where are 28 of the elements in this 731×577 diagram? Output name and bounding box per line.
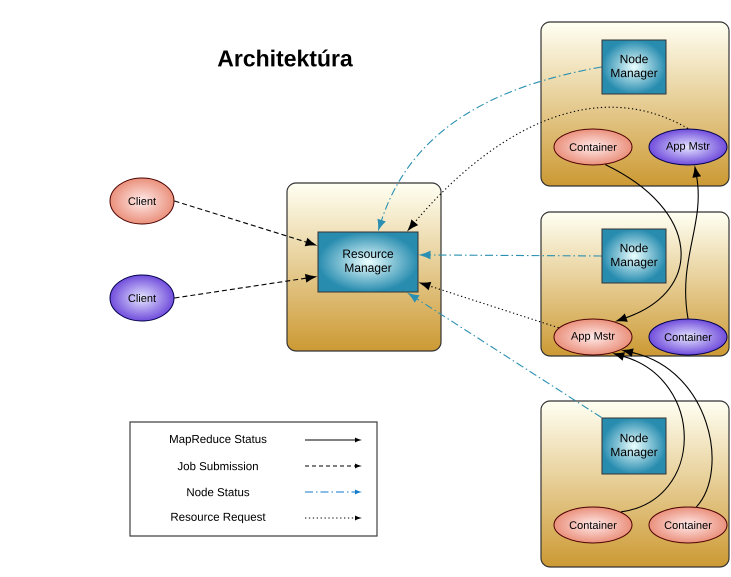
arrow: [685, 166, 701, 319]
title: Architektúra: [218, 49, 353, 67]
ellipse-node: Container: [554, 128, 632, 166]
ellipse-node: App Mstr: [648, 128, 728, 166]
arrow: [420, 250, 602, 260]
manager-box: Resource Manager: [318, 232, 418, 292]
arrow: [174, 274, 316, 299]
arrow: [605, 164, 682, 322]
manager-box: Node Manager: [602, 418, 666, 474]
arrow: [174, 200, 316, 246]
manager-box: Node Manager: [602, 40, 666, 94]
legend-label: Job Submission: [178, 462, 258, 470]
arrow: [614, 352, 685, 512]
ellipse-node: App Mstr: [554, 318, 632, 356]
arrow: [378, 66, 602, 230]
arrow: [420, 282, 559, 328]
arrow: [408, 293, 602, 418]
legend-label: Node Status: [187, 488, 250, 496]
arrow: [408, 106, 688, 230]
ellipse-node: Container: [648, 318, 728, 356]
arrow: [622, 348, 713, 508]
ellipse-node: Container: [648, 506, 728, 544]
ellipse-node: Client: [110, 178, 174, 224]
ellipse-node: Container: [554, 506, 632, 544]
legend-label: MapReduce Status: [170, 434, 266, 446]
legend-label: Resource Request: [171, 512, 266, 524]
manager-box: Node Manager: [602, 228, 666, 284]
ellipse-node: Client: [110, 274, 174, 322]
